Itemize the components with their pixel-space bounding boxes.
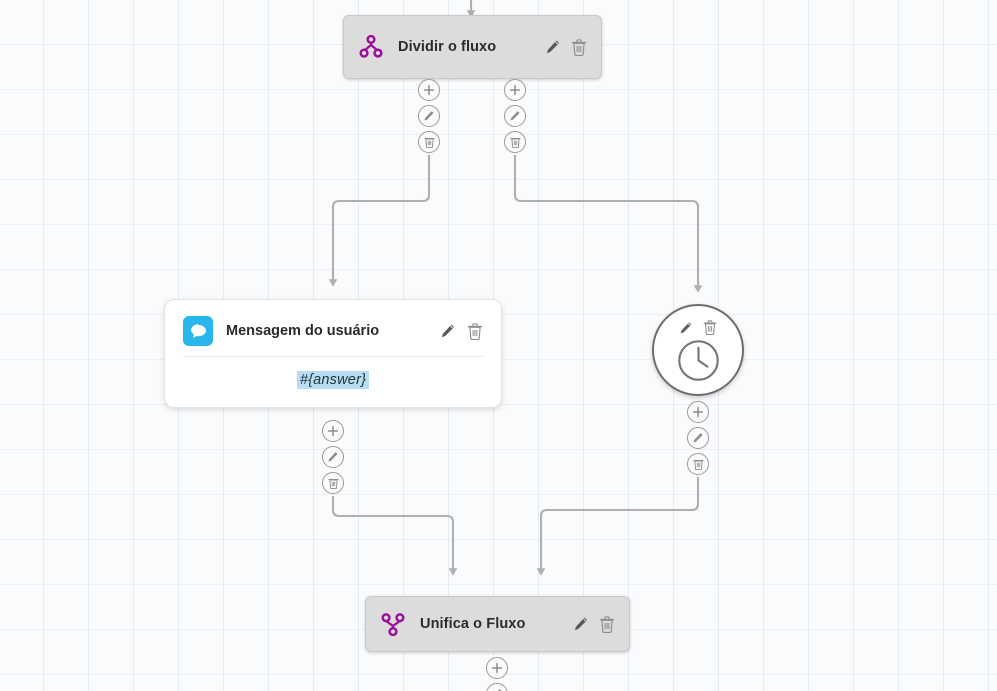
trash-icon xyxy=(423,137,435,148)
edge-split-to-message xyxy=(328,155,431,287)
node-delay[interactable] xyxy=(652,304,744,396)
pencil-icon xyxy=(328,452,338,462)
trash-icon[interactable] xyxy=(599,615,615,633)
connector-delete-button[interactable] xyxy=(418,131,440,153)
add-icon xyxy=(491,662,503,674)
connector-edit-button[interactable] xyxy=(418,105,440,127)
connector-delete-button[interactable] xyxy=(322,472,344,494)
connector-add-button[interactable] xyxy=(418,79,440,101)
connector-edit-button[interactable] xyxy=(504,105,526,127)
trash-icon xyxy=(509,137,521,148)
connector-stack-delay-out[interactable] xyxy=(687,401,709,475)
pencil-icon xyxy=(424,111,434,121)
trash-icon[interactable] xyxy=(703,320,717,335)
trash-icon xyxy=(692,459,704,470)
node-user-message-title: Mensagem do usuário xyxy=(226,323,380,339)
trash-icon[interactable] xyxy=(467,322,483,340)
node-split-flow-actions[interactable] xyxy=(527,38,587,56)
node-split-flow[interactable]: Dividir o fluxo xyxy=(343,15,602,79)
connector-edit-button[interactable] xyxy=(687,427,709,449)
connector-add-button[interactable] xyxy=(322,420,344,442)
chat-bubble-icon xyxy=(183,316,213,346)
pencil-icon[interactable] xyxy=(440,323,456,339)
edge-split-to-delay xyxy=(513,155,703,293)
add-icon xyxy=(327,425,339,437)
merge-flow-icon xyxy=(381,613,405,637)
add-icon xyxy=(509,84,521,96)
connector-edit-button[interactable] xyxy=(322,446,344,468)
node-user-message-header: Mensagem do usuário xyxy=(165,300,501,356)
node-merge-flow[interactable]: Unifica o Fluxo xyxy=(365,596,630,652)
connector-stack-message-out[interactable] xyxy=(322,420,344,494)
connector-stack-merge-out[interactable] xyxy=(486,657,508,691)
connector-stack-split-right[interactable] xyxy=(504,79,526,153)
connector-add-button[interactable] xyxy=(504,79,526,101)
card-divider xyxy=(183,356,483,357)
connector-delete-button[interactable] xyxy=(687,453,709,475)
clock-icon xyxy=(677,340,719,381)
node-delay-actions[interactable] xyxy=(679,320,717,335)
node-user-message[interactable]: Mensagem do usuário #{answer} xyxy=(164,299,502,408)
connector-stack-split-left[interactable] xyxy=(418,79,440,153)
trash-icon xyxy=(327,478,339,489)
connector-delete-button[interactable] xyxy=(504,131,526,153)
pencil-icon[interactable] xyxy=(573,616,589,632)
node-merge-flow-actions[interactable] xyxy=(555,615,615,633)
split-flow-icon xyxy=(359,34,383,58)
pencil-icon xyxy=(693,433,703,443)
connector-edit-button[interactable] xyxy=(486,683,508,691)
trash-icon[interactable] xyxy=(571,38,587,56)
add-icon xyxy=(423,84,435,96)
node-split-flow-title: Dividir o fluxo xyxy=(398,39,497,55)
node-user-message-actions[interactable] xyxy=(418,322,483,340)
edge-delay-to-merge xyxy=(536,477,700,576)
pencil-icon xyxy=(510,111,520,121)
answer-variable-token: #{answer} xyxy=(296,371,370,389)
edge-message-to-merge xyxy=(331,496,458,576)
add-icon xyxy=(692,406,704,418)
connector-add-button[interactable] xyxy=(687,401,709,423)
node-merge-flow-title: Unifica o Fluxo xyxy=(420,616,526,632)
pencil-icon[interactable] xyxy=(545,39,561,55)
pencil-icon[interactable] xyxy=(679,321,693,335)
connector-add-button[interactable] xyxy=(486,657,508,679)
node-user-message-body: #{answer} xyxy=(165,357,501,407)
